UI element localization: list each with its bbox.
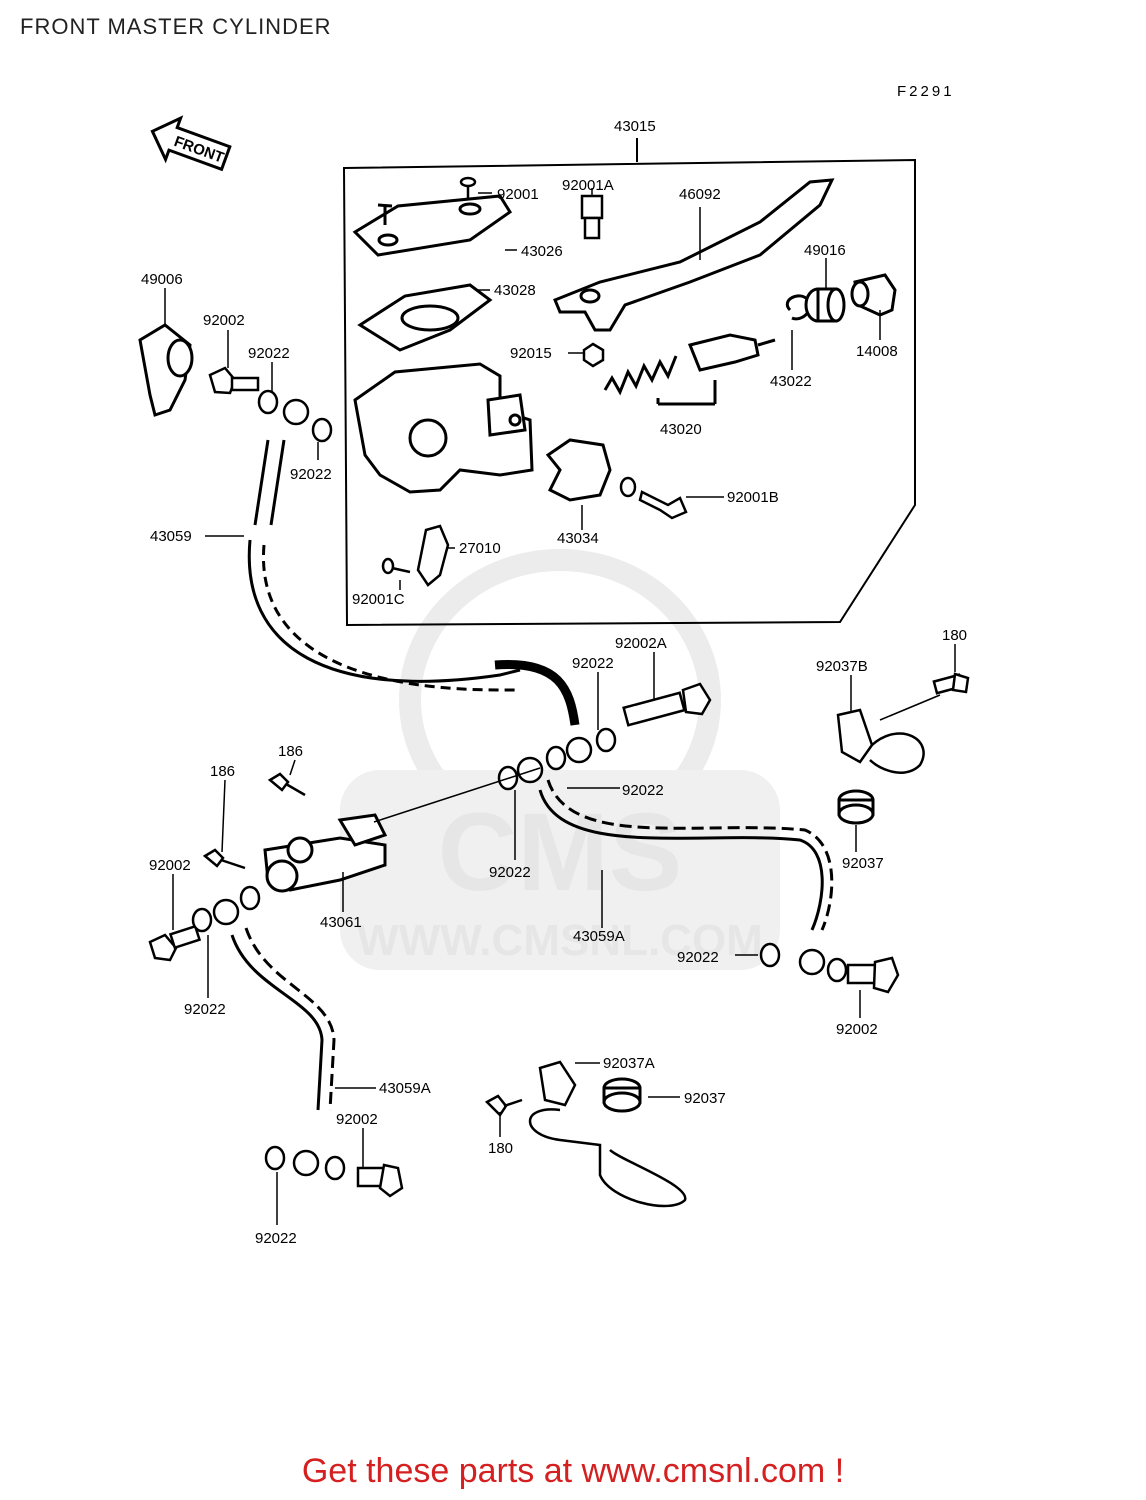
part-label: 27010 (459, 540, 501, 557)
part-label: 92002 (836, 1021, 878, 1038)
part-label: 186 (210, 763, 235, 780)
part-label: 92037 (684, 1090, 726, 1107)
part-label: 186 (278, 743, 303, 760)
washers-92022-middle (497, 727, 848, 983)
bracket-92037A (528, 1060, 687, 1208)
part-label: 49016 (804, 242, 846, 259)
banjo-bolt-92002-bottom (356, 1163, 404, 1198)
reservoir-cap-43026 (352, 194, 513, 257)
brake-lever-46092 (553, 178, 835, 332)
part-label: 14008 (856, 343, 898, 360)
part-label: 92037B (816, 658, 868, 675)
bolt-180-bottom (484, 1094, 523, 1117)
three-way-joint-43061 (263, 813, 388, 893)
part-label: 43022 (770, 373, 812, 390)
washers-92022-left (191, 885, 346, 1181)
part-label: 43020 (660, 421, 702, 438)
watermark-logo-text: CMS (438, 791, 682, 914)
screw-92001 (459, 176, 477, 198)
part-label: 92001A (562, 177, 614, 194)
part-label: 92002 (149, 857, 191, 874)
part-label: 92001B (727, 489, 779, 506)
switch-27010 (416, 524, 450, 587)
piston-spring-43020 (603, 333, 776, 406)
part-label: 92022 (489, 864, 531, 881)
part-label: 43026 (521, 243, 563, 260)
grommet-92037-top (837, 789, 875, 825)
part-label: 43061 (320, 914, 362, 931)
banjo-bolt-92002-top (208, 366, 260, 395)
brake-hose-43059 (247, 439, 580, 726)
part-label: 92022 (248, 345, 290, 362)
part-label: 92015 (510, 345, 552, 362)
part-label: 43059 (150, 528, 192, 545)
part-label: 92001C (352, 591, 405, 608)
part-label: 92001 (497, 186, 539, 203)
part-labels: 43015 92001 92001A 46092 43026 49016 430… (141, 118, 967, 1247)
part-label: 180 (942, 627, 967, 644)
master-cylinder-assembly-frame (342, 138, 916, 627)
bolt-92001A (580, 194, 604, 240)
part-label: 43028 (494, 282, 536, 299)
part-label: 43034 (557, 530, 599, 547)
part-label: 92002 (336, 1111, 378, 1128)
banjo-bolt-92002A (622, 682, 712, 727)
part-label: 43059A (573, 928, 625, 945)
part-label: 92037A (603, 1055, 655, 1072)
part-label: 92022 (622, 782, 664, 799)
part-label: 49006 (141, 271, 183, 288)
bracket-92037B (836, 708, 925, 774)
leader-lines (164, 188, 956, 1225)
page-title: FRONT MASTER CYLINDER (20, 14, 332, 39)
front-arrow-icon: FRONT (150, 115, 232, 172)
cap-49006 (138, 323, 194, 417)
master-cylinder-body (353, 362, 534, 494)
watermark: CMS WWW.CMSNL.COM (340, 549, 780, 970)
washers-92022-top (257, 389, 333, 443)
part-label: 92022 (572, 655, 614, 672)
part-label: 92022 (184, 1001, 226, 1018)
part-label: 92002 (203, 312, 245, 329)
banjo-bolt-92002-left (148, 924, 202, 962)
parts-store-link[interactable]: Get these parts at www.cmsnl.com ! (301, 1452, 845, 1490)
brake-hose-43059A-middle (538, 779, 834, 931)
part-label: 92037 (842, 855, 884, 872)
nut-92015 (582, 342, 605, 368)
figure-code: F2291 (897, 83, 955, 100)
dust-seal-49016 (804, 287, 846, 323)
banjo-bolt-92002-right (846, 956, 900, 994)
clamp-43034 (545, 438, 612, 502)
bolt-180-top (932, 672, 970, 695)
bolt-92001B (619, 476, 688, 520)
part-label: 92022 (677, 949, 719, 966)
part-label: 43015 (614, 118, 656, 135)
boot-14008 (850, 273, 897, 317)
brake-hose-43059A-left (230, 927, 336, 1111)
part-label: 180 (488, 1140, 513, 1157)
grommet-92037-bottom (602, 1077, 642, 1113)
screw-92001C (381, 557, 411, 575)
watermark-site-text: WWW.CMSNL.COM (357, 916, 763, 965)
part-label: 43059A (379, 1080, 431, 1097)
bolts-186 (202, 772, 306, 870)
part-label: 92022 (290, 466, 332, 483)
part-label: 92022 (255, 1230, 297, 1247)
diaphragm-43028 (357, 283, 493, 352)
part-label: 92002A (615, 635, 667, 652)
part-label: 46092 (679, 186, 721, 203)
